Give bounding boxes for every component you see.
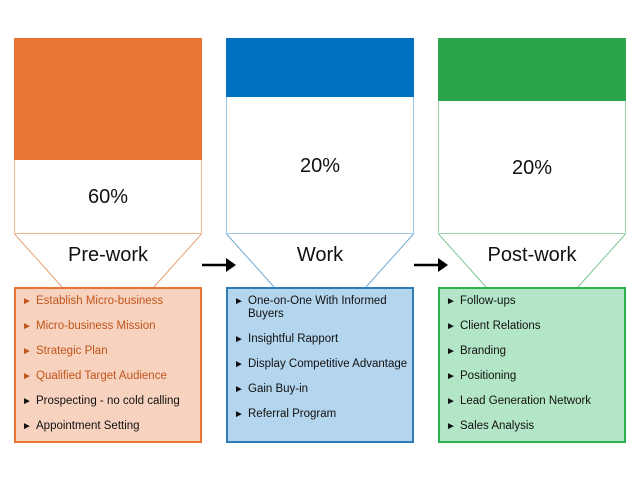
bullet-triangle-icon: ► bbox=[22, 421, 32, 432]
stage-funnel: Work bbox=[226, 234, 414, 287]
list-item: ► Client Relations bbox=[446, 320, 624, 333]
bullet-triangle-icon: ► bbox=[22, 296, 32, 307]
list-item: ► Display Competitive Advantage bbox=[234, 358, 412, 371]
list-item: ► Insightful Rapport bbox=[234, 333, 412, 346]
bullet-triangle-icon: ► bbox=[234, 334, 244, 345]
stage-task-list: ► One-on-One With Informed Buyers ► Insight… bbox=[226, 287, 414, 443]
funnel-shape bbox=[438, 234, 626, 287]
list-item-text: One-on-One With Informed Buyers bbox=[248, 295, 387, 320]
funnel-edge bbox=[14, 234, 63, 287]
list-item-text: Prospecting - no cold calling bbox=[36, 395, 180, 407]
funnel-edge bbox=[153, 234, 202, 287]
bullet-triangle-icon: ► bbox=[234, 409, 244, 420]
stage-fill-bar bbox=[438, 38, 626, 101]
bullet-triangle-icon: ► bbox=[22, 371, 32, 382]
list-item: ► One-on-One With Informed Buyers bbox=[234, 295, 412, 321]
funnel-edge bbox=[365, 234, 414, 287]
stage-name: Pre-work bbox=[67, 244, 148, 266]
funnel-shape bbox=[226, 234, 414, 287]
stage-tank: 20% bbox=[226, 38, 414, 234]
bullet-triangle-icon: ► bbox=[234, 384, 244, 395]
stage-fill-bar bbox=[226, 38, 414, 97]
funnel-shape bbox=[14, 234, 202, 287]
stage-funnel: Pre-work bbox=[14, 234, 202, 287]
list-item-text: Insightful Rapport bbox=[248, 333, 339, 345]
list-item-text: Follow-ups bbox=[460, 295, 516, 307]
list-item: ► Gain Buy-in bbox=[234, 383, 412, 396]
bullet-triangle-icon: ► bbox=[446, 371, 456, 382]
stage-tank: 60% bbox=[14, 38, 202, 234]
list-item-text: Qualified Target Audience bbox=[36, 370, 167, 382]
list-item-text: Positioning bbox=[460, 370, 517, 382]
bullet-triangle-icon: ► bbox=[22, 321, 32, 332]
list-item: ► Positioning bbox=[446, 370, 624, 383]
bullet-triangle-icon: ► bbox=[234, 359, 244, 370]
list-item-text: Sales Analysis bbox=[460, 420, 535, 432]
stage-funnel: Post-work bbox=[438, 234, 626, 287]
list-item: ► Micro-business Mission bbox=[22, 320, 200, 333]
list-item-text: Micro-business Mission bbox=[36, 320, 156, 332]
bullet-triangle-icon: ► bbox=[446, 296, 456, 307]
list-item-text: Branding bbox=[460, 345, 507, 357]
bullet-triangle-icon: ► bbox=[446, 421, 456, 432]
arrow-right-icon bbox=[202, 258, 236, 272]
list-item-text: Gain Buy-in bbox=[248, 383, 309, 395]
list-item: ► Appointment Setting bbox=[22, 420, 200, 433]
list-item: ► Branding bbox=[446, 345, 624, 358]
list-item-text: Display Competitive Advantage bbox=[248, 358, 408, 370]
list-item-text: Client Relations bbox=[460, 320, 541, 332]
bullet-triangle-icon: ► bbox=[446, 396, 456, 407]
bullet-triangle-icon: ► bbox=[234, 296, 244, 307]
list-item-text: Lead Generation Network bbox=[460, 395, 592, 407]
stage-task-list: ► Establish Micro-business ► Micro-business… bbox=[14, 287, 202, 443]
funnel-edge bbox=[577, 234, 626, 287]
stage-percent: 60% bbox=[87, 186, 129, 208]
arrow-right-icon bbox=[414, 258, 448, 272]
list-item: ► Establish Micro-business bbox=[22, 295, 200, 308]
list-item: ► Prospecting - no cold calling bbox=[22, 395, 200, 408]
stage-percent: 20% bbox=[511, 156, 553, 179]
stage-name: Work bbox=[296, 244, 344, 266]
list-item-text: Establish Micro-business bbox=[36, 295, 164, 307]
stage-tank: 20% bbox=[438, 38, 626, 234]
list-item: ► Lead Generation Network bbox=[446, 395, 624, 408]
bullet-triangle-icon: ► bbox=[22, 396, 32, 407]
bullet-triangle-icon: ► bbox=[446, 346, 456, 357]
list-item-text: Strategic Plan bbox=[36, 345, 108, 357]
funnel-edge bbox=[226, 234, 275, 287]
bullet-triangle-icon: ► bbox=[446, 321, 456, 332]
stage-task-list: ► Follow-ups ► Client Relations ► Branding ► Po… bbox=[438, 287, 626, 443]
list-item: ► Sales Analysis bbox=[446, 420, 624, 433]
stage-percent: 20% bbox=[299, 154, 341, 177]
list-item-text: Appointment Setting bbox=[36, 420, 140, 432]
list-item-text: Referral Program bbox=[248, 408, 337, 420]
stage-name: Post-work bbox=[487, 244, 577, 266]
list-item: ► Strategic Plan bbox=[22, 345, 200, 358]
list-item: ► Referral Program bbox=[234, 408, 412, 421]
funnel-edge bbox=[438, 234, 487, 287]
list-item: ► Follow-ups bbox=[446, 295, 624, 308]
list-item: ► Qualified Target Audience bbox=[22, 370, 200, 383]
stage-fill-bar bbox=[14, 38, 202, 160]
bullet-triangle-icon: ► bbox=[22, 346, 32, 357]
